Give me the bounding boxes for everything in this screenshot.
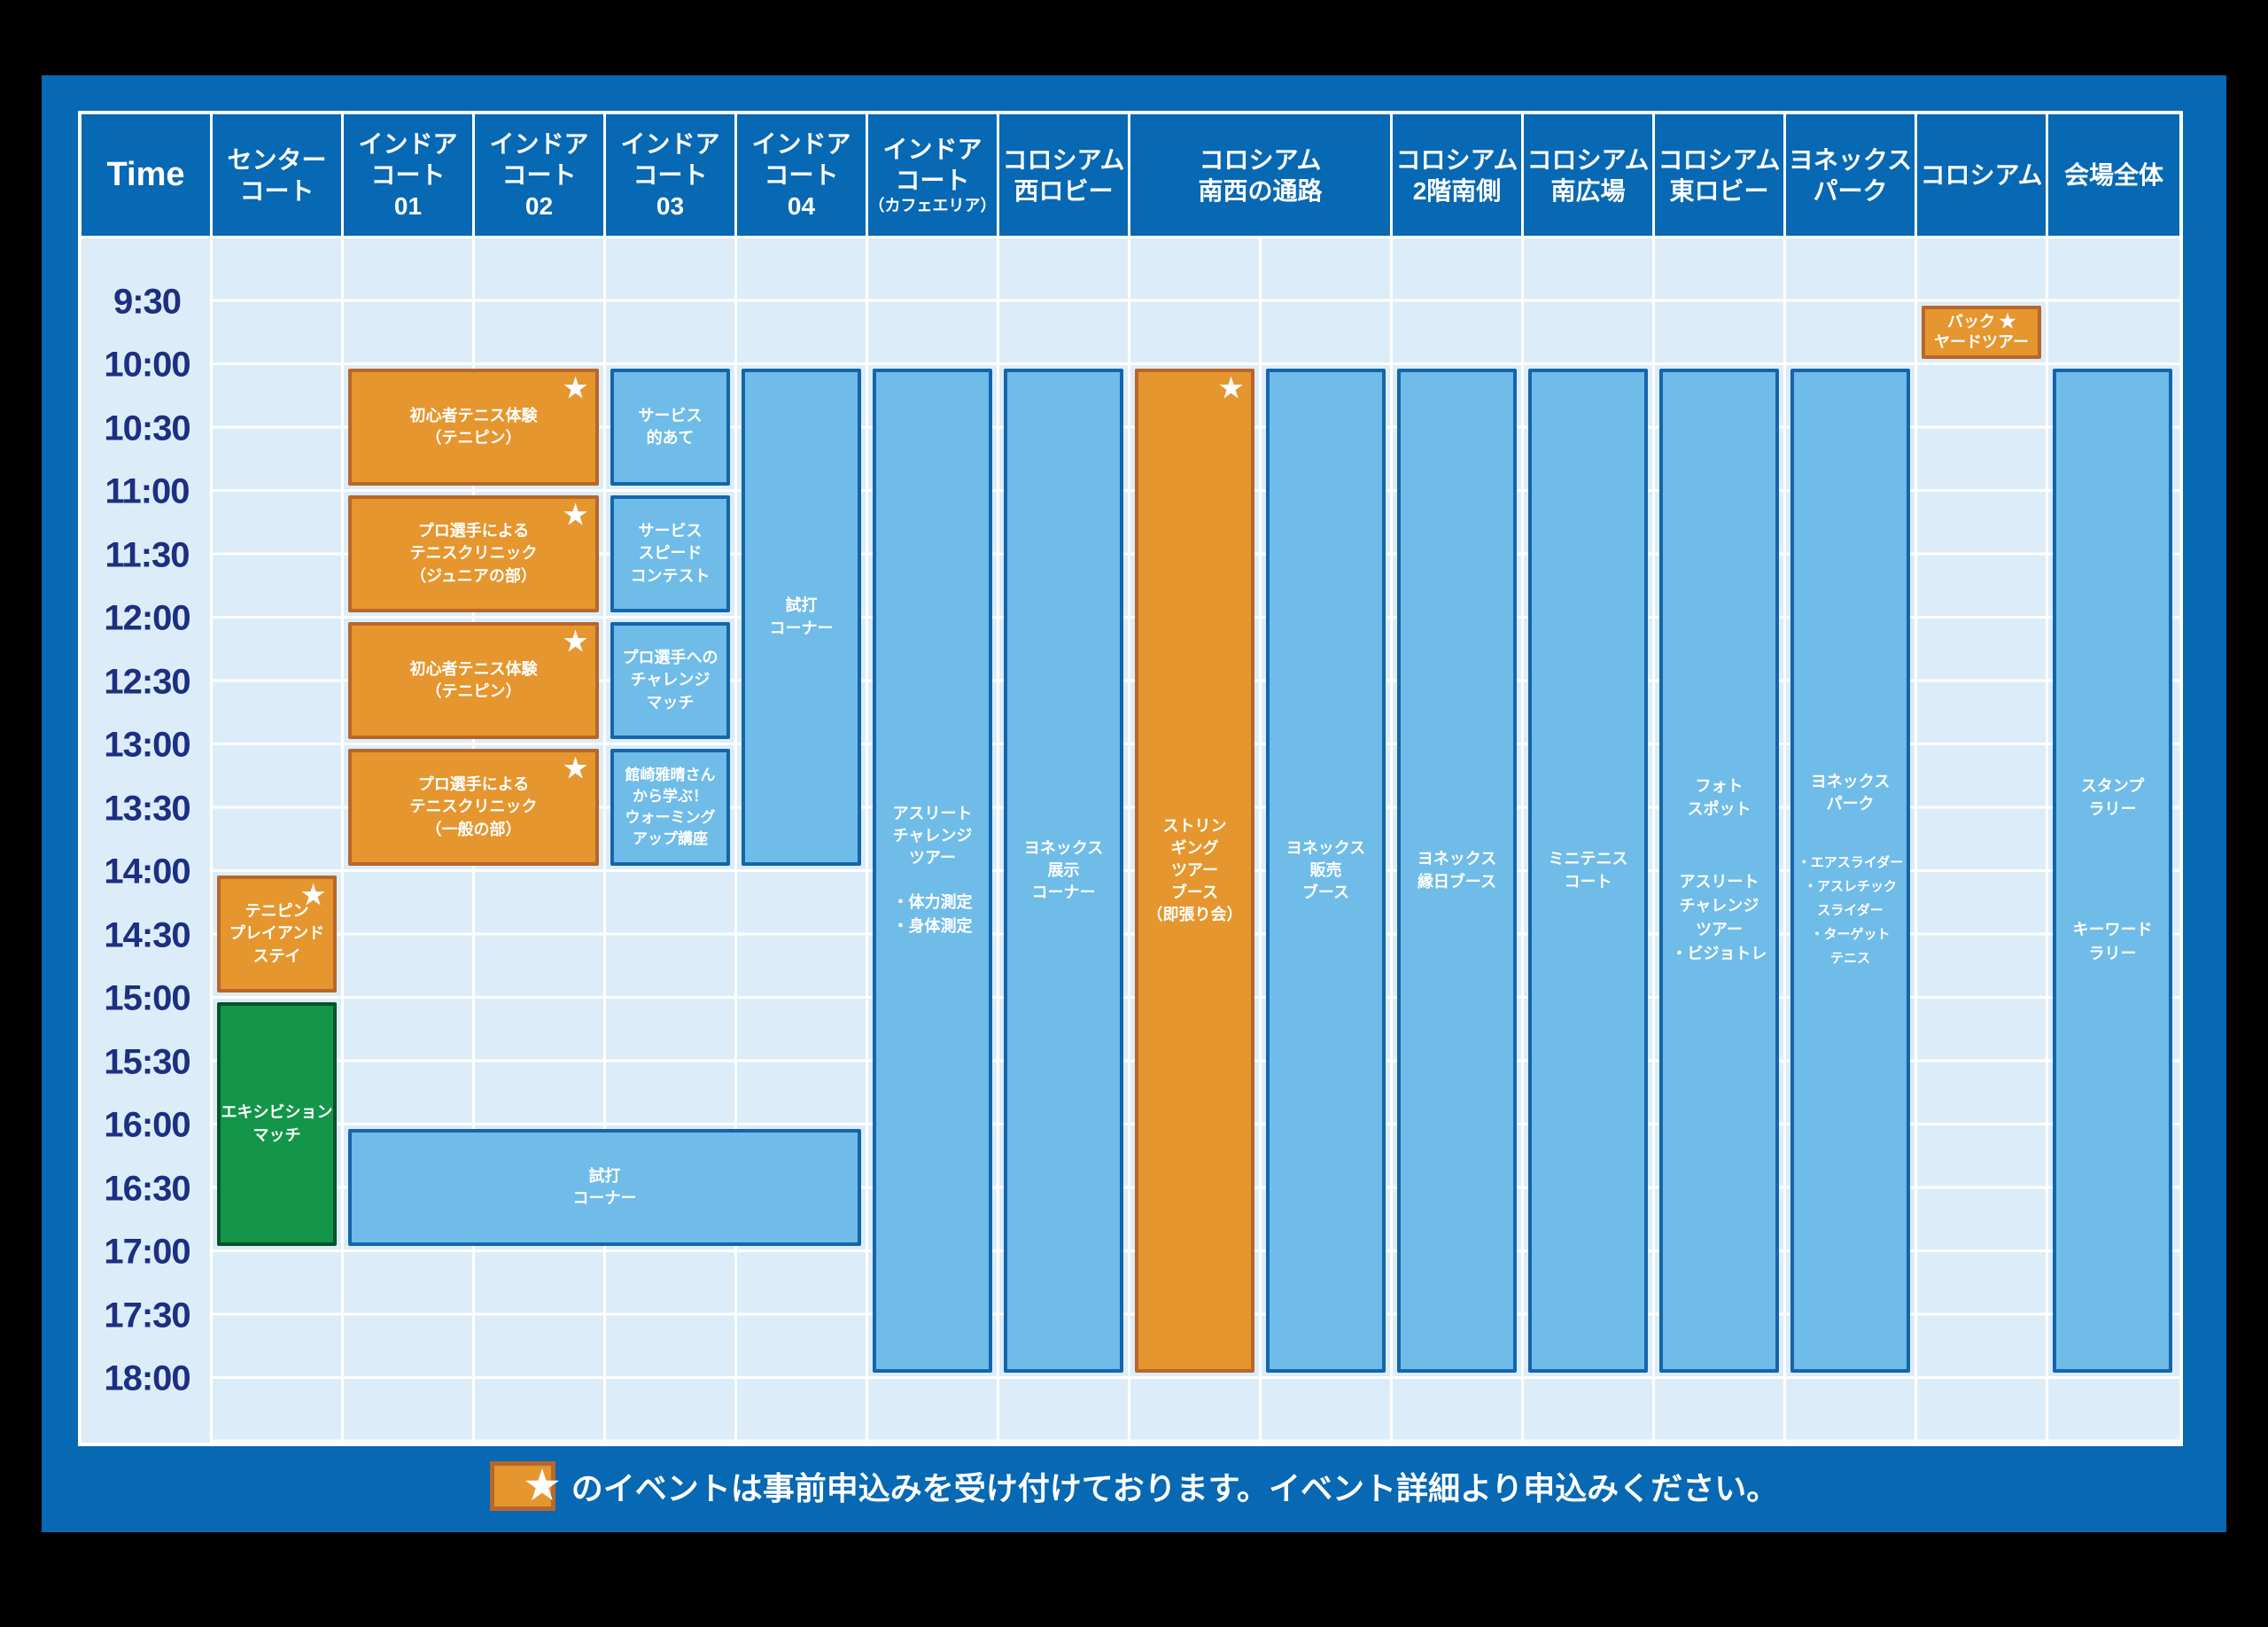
time-label: 11:00 xyxy=(105,471,190,511)
header-row: Time センター コート インドア コート 01 インドア コート 02 イン… xyxy=(82,114,2179,238)
time-label: 14:30 xyxy=(104,915,190,955)
col-header-time: Time xyxy=(82,114,213,236)
event-yonex-ennichi-booth[interactable]: ヨネックス 縁日ブース xyxy=(1397,369,1517,1373)
time-label: 11:30 xyxy=(105,535,190,575)
col-header-cafe-sub: （カフェエリア） xyxy=(868,196,997,214)
schedule-panel: Time センター コート インドア コート 01 インドア コート 02 イン… xyxy=(42,75,2226,1532)
col-header-east-lobby: コロシアム 東ロビー xyxy=(1655,114,1786,236)
col-header-south-plaza: コロシアム 南広場 xyxy=(1524,114,1655,236)
event-warmup-lecture[interactable]: 館崎雅晴さん から学ぶ！ ウォーミング アップ講座 xyxy=(610,749,730,866)
event-athlete-challenge-tour-cafe[interactable]: アスリート チャレンジ ツアー・体力測定 ・身体測定 xyxy=(873,369,992,1373)
legend-text: のイベントは事前申込みを受け付けております。イベント詳細より申込みください。 xyxy=(571,1470,1779,1506)
time-label: 14:00 xyxy=(104,852,190,891)
event-service-speed-contest[interactable]: サービス スピード コンテスト xyxy=(610,495,730,612)
time-column-strip xyxy=(82,238,213,1443)
col-header-southwest-passage: コロシアム 南西の通路 xyxy=(1130,114,1393,236)
col-header-indoor-01: インドア コート 01 xyxy=(344,114,475,236)
time-label: 17:30 xyxy=(104,1296,190,1335)
col-header-2f-south: コロシアム 2階南側 xyxy=(1393,114,1524,236)
col-header-colosseum: コロシアム xyxy=(1917,114,2048,236)
time-label: 13:30 xyxy=(104,789,190,829)
event-backyard-tour[interactable]: バック ★ ヤードツアー xyxy=(1922,306,2041,359)
schedule-grid: 9:30 10:00 10:30 11:00 11:30 12:00 12:30… xyxy=(82,238,2179,1443)
time-label: 15:30 xyxy=(104,1042,190,1082)
schedule-table: Time センター コート インドア コート 01 インドア コート 02 イン… xyxy=(78,111,2183,1446)
time-label: 18:00 xyxy=(104,1358,190,1398)
star-icon: ★ xyxy=(563,501,587,530)
col-header-center-court: センター コート xyxy=(213,114,344,236)
col-header-indoor-02: インドア コート 02 xyxy=(475,114,606,236)
event-stringing-tour-booth[interactable]: ★ストリン ギング ツアー ブース （即張り会） xyxy=(1135,369,1254,1373)
event-exhibition-match[interactable]: エキシビション マッチ xyxy=(217,1002,337,1246)
event-yonex-exhibit-corner[interactable]: ヨネックス 展示 コーナー xyxy=(1004,369,1123,1373)
event-mini-tennis-court[interactable]: ミニテニス コート xyxy=(1528,369,1648,1373)
time-label: 15:00 xyxy=(104,978,190,1018)
time-label: 16:30 xyxy=(104,1169,190,1209)
event-beginner-tennis-1[interactable]: ★初心者テニス体験 （テニピン） xyxy=(348,369,599,486)
legend: ★ のイベントは事前申込みを受け付けております。イベント詳細より申込みください。 xyxy=(42,1461,2226,1511)
time-label: 12:30 xyxy=(104,662,190,702)
col-header-indoor-03: インドア コート 03 xyxy=(606,114,737,236)
event-pro-clinic-junior[interactable]: ★プロ選手による テニスクリニック （ジュニアの部） xyxy=(348,495,599,612)
star-icon: ★ xyxy=(524,1464,560,1507)
time-axis: 9:30 10:00 10:30 11:00 11:30 12:00 12:30… xyxy=(82,238,213,1443)
time-label: 10:30 xyxy=(104,409,190,448)
col-header-west-lobby: コロシアム 西ロビー xyxy=(999,114,1130,236)
event-stamp-rally[interactable]: スタンプ ラリーキーワード ラリー xyxy=(2053,369,2172,1373)
col-header-yonex-park: ヨネックス パーク xyxy=(1786,114,1917,236)
time-label: 9:30 xyxy=(113,282,182,322)
event-tennipin-play-and-stay[interactable]: ★テニピン プレイアンド ステイ xyxy=(217,876,337,993)
event-beginner-tennis-2[interactable]: ★初心者テニス体験 （テニピン） xyxy=(348,622,599,739)
star-icon: ★ xyxy=(563,374,587,403)
star-icon: ★ xyxy=(1219,374,1243,403)
legend-orange-swatch: ★ xyxy=(489,1461,560,1511)
event-pro-clinic-general[interactable]: ★プロ選手による テニスクリニック （一般の部） xyxy=(348,749,599,866)
event-layer: バック ★ ヤードツアー ★初心者テニス体験 （テニピン） ★プロ選手による テ… xyxy=(213,238,2179,1443)
event-photo-spot[interactable]: フォト スポットアスリート チャレンジ ツアー ・ビジョトレ xyxy=(1659,369,1779,1373)
time-label: 10:00 xyxy=(104,345,190,385)
time-label: 16:00 xyxy=(104,1105,190,1145)
event-pro-challenge-match[interactable]: プロ選手への チャレンジ マッチ xyxy=(610,622,730,739)
col-header-indoor-cafe: インドア コート（カフェエリア） xyxy=(868,114,999,236)
star-icon: ★ xyxy=(563,754,587,783)
event-service-target[interactable]: サービス 的あて xyxy=(610,369,730,486)
col-header-whole-venue: 会場全体 xyxy=(2048,114,2179,236)
star-icon: ★ xyxy=(301,881,325,910)
time-label: 13:00 xyxy=(104,725,190,765)
time-label: 12:00 xyxy=(104,598,190,638)
event-yonex-sales-booth[interactable]: ヨネックス 販売 ブース xyxy=(1266,369,1386,1373)
event-trial-corner-wide[interactable]: 試打 コーナー xyxy=(348,1129,861,1246)
star-icon: ★ xyxy=(563,627,587,657)
time-label: 17:00 xyxy=(104,1232,190,1272)
event-trial-corner-indoor04[interactable]: 試打 コーナー xyxy=(742,369,861,866)
col-header-indoor-04: インドア コート 04 xyxy=(737,114,868,236)
event-yonex-park[interactable]: ヨネックス パーク・エアスライダー ・アスレチック スライダー ・ターゲット テ… xyxy=(1790,369,1910,1373)
